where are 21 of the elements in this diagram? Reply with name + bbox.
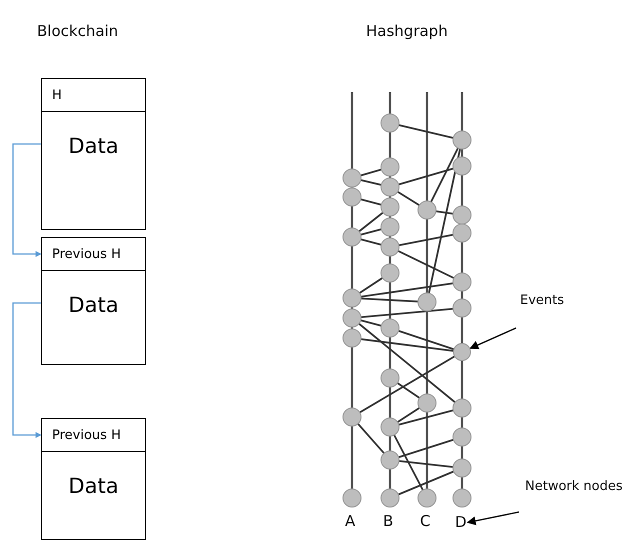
column-letter: A <box>345 512 356 530</box>
block-box <box>41 418 146 540</box>
data-label: Data <box>68 134 119 158</box>
hash-label: Previous H <box>52 428 121 442</box>
column-letter: B <box>383 512 394 530</box>
block-box <box>41 78 146 230</box>
section-heading: Blockchain <box>37 22 118 40</box>
data-label: Data <box>68 293 119 317</box>
data-label: Data <box>68 474 119 498</box>
column-letter: C <box>420 512 430 530</box>
annotation-label: Network nodes <box>525 479 623 494</box>
block-box <box>41 237 146 365</box>
annotation-label: Events <box>520 293 564 308</box>
hash-link-arrow <box>12 302 42 438</box>
column-letter: D <box>455 513 467 531</box>
section-heading: Hashgraph <box>366 22 448 40</box>
hash-label: H <box>52 88 62 102</box>
leader-arrow <box>469 327 516 350</box>
leader-arrow <box>466 511 520 526</box>
hash-label: Previous H <box>52 246 121 262</box>
hash-link-arrow <box>12 143 42 257</box>
